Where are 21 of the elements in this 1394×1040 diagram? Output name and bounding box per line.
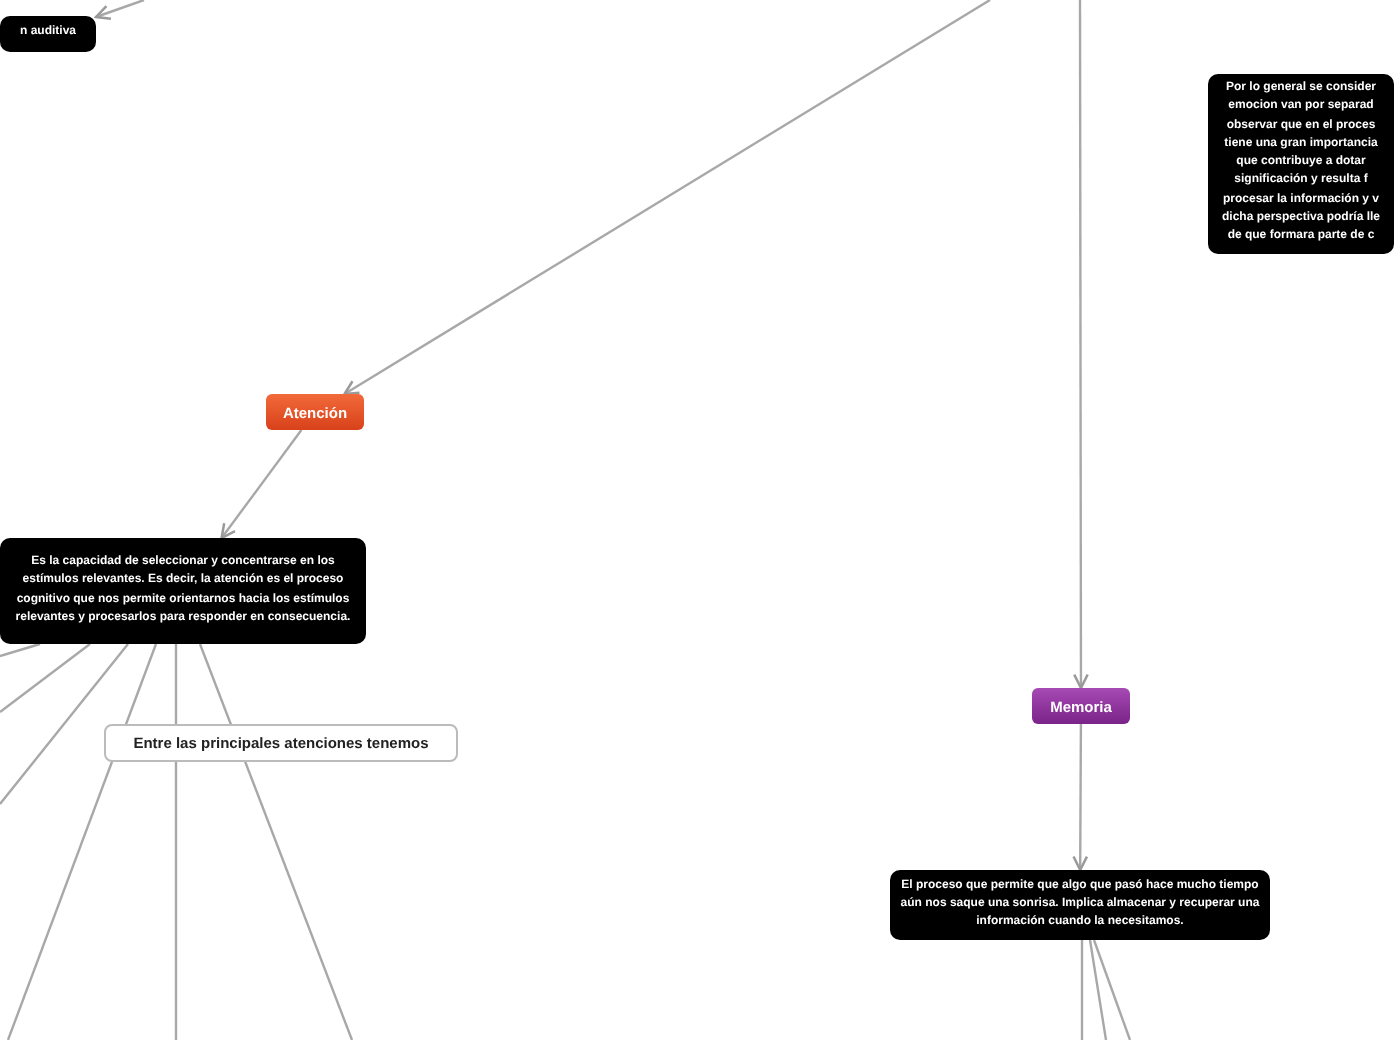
connector — [0, 643, 91, 713]
connector — [0, 642, 41, 658]
note-box — [890, 870, 1270, 940]
connector — [343, 0, 991, 396]
subtopic-box — [104, 724, 458, 762]
connector — [220, 429, 303, 540]
note-box — [0, 538, 366, 644]
connector — [1088, 939, 1108, 1040]
connector — [1072, 0, 1089, 690]
connector — [6, 643, 158, 1040]
connector — [1092, 939, 1132, 1040]
note-box — [0, 16, 96, 52]
connector — [1080, 940, 1084, 1040]
note-box — [1208, 74, 1394, 254]
topic-box — [1032, 688, 1130, 724]
connector — [94, 0, 145, 21]
connector — [0, 643, 129, 805]
topic-box — [266, 394, 364, 430]
connector — [198, 643, 354, 1040]
connector — [174, 644, 178, 1040]
connector — [1072, 724, 1089, 872]
